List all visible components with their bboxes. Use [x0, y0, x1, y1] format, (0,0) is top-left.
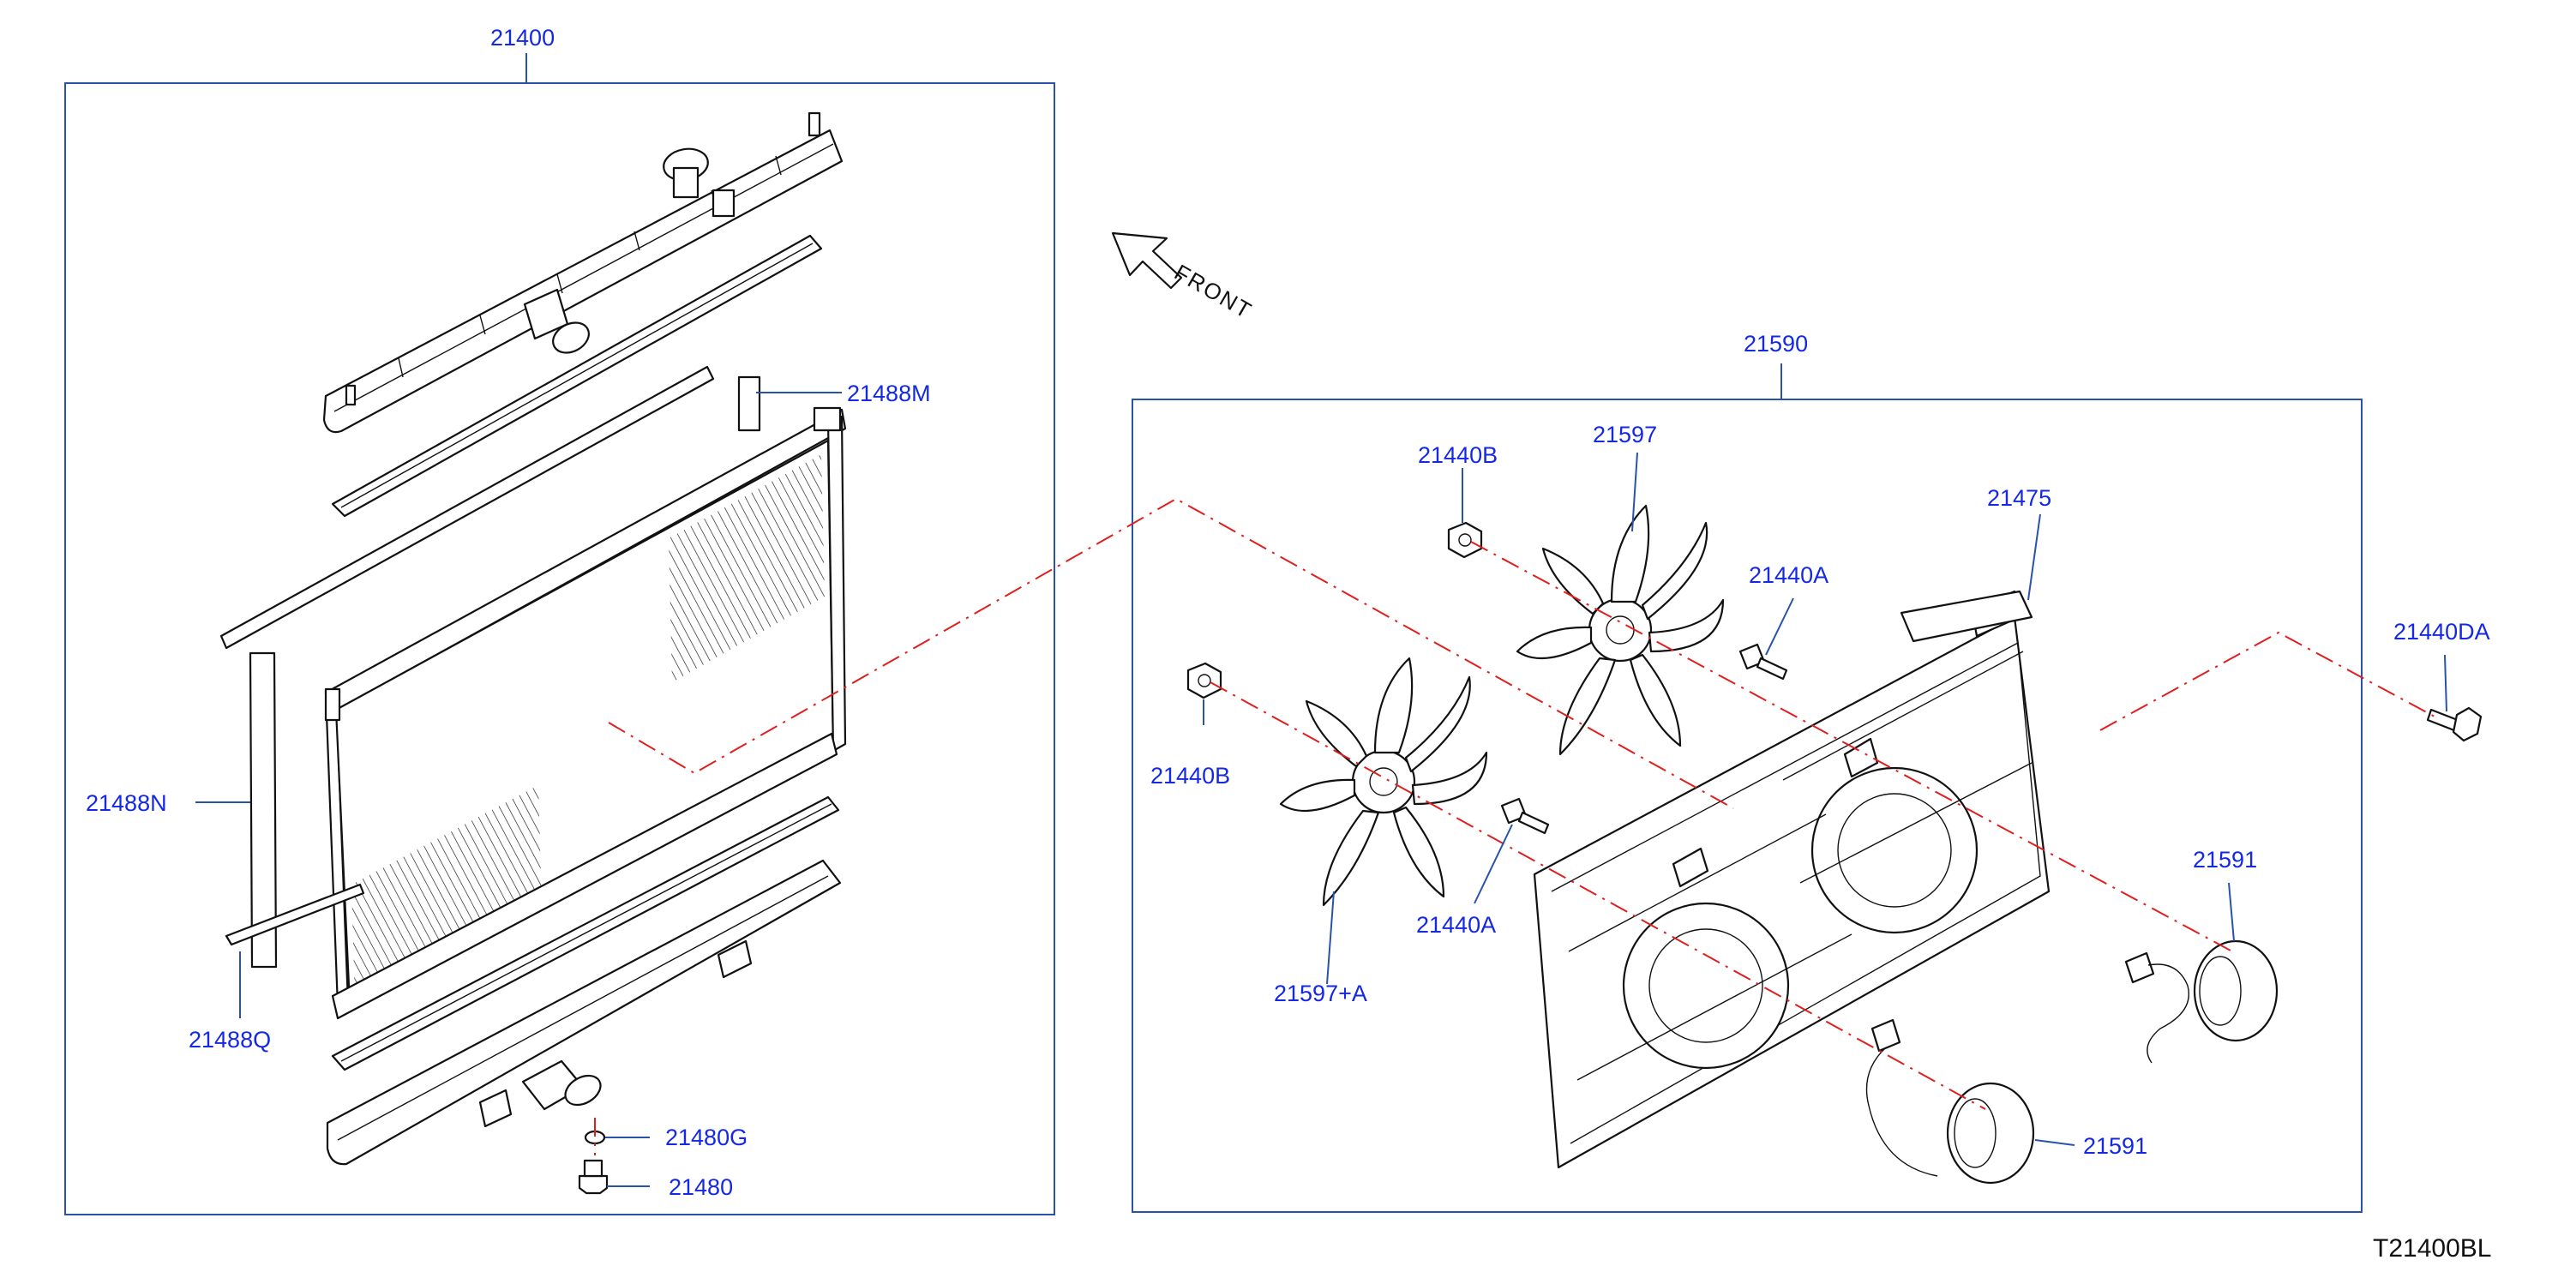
fan-blade-lower	[1279, 657, 1488, 907]
fan-bracket-21475	[1900, 590, 2033, 643]
figure-reference: T21400BL	[2373, 1234, 2491, 1263]
front-label: FRONT	[1170, 259, 1257, 324]
radiator-lower-tank	[326, 859, 842, 1166]
radiator-core	[324, 406, 847, 1020]
seal-21488n	[225, 651, 365, 969]
label-21488q: 21488Q	[189, 1027, 271, 1053]
label-21488m: 21488M	[847, 381, 931, 406]
fan-blade-upper	[1516, 504, 1725, 756]
radiator-lower-seal	[331, 795, 840, 1071]
seal-21488m	[219, 365, 761, 650]
centerline-radiator-shroud	[608, 497, 1734, 809]
label-21480: 21480	[669, 1174, 733, 1200]
nut-21440b-lower	[1186, 662, 1222, 699]
label-21440b-lower: 21440B	[1150, 763, 1230, 789]
centerline-bolt-da	[2099, 631, 2435, 731]
label-21591-lower: 21591	[2083, 1133, 2147, 1159]
label-21480g: 21480G	[665, 1125, 748, 1150]
centerline-lower-fan	[1210, 681, 1986, 1110]
front-arrow-icon	[1111, 231, 1183, 290]
label-21590: 21590	[1744, 331, 1808, 357]
label-21440b-upper: 21440B	[1418, 442, 1498, 468]
label-21440da: 21440DA	[2393, 619, 2490, 645]
nut-21440b-upper	[1447, 521, 1483, 559]
label-21440a-upper: 21440A	[1749, 562, 1828, 588]
fan-shroud-frame-part	[1533, 590, 2051, 1169]
radiator-assembly-frame	[64, 82, 1055, 1215]
fan-motor-right	[2124, 939, 2279, 1064]
label-21440a-lower: 21440A	[1416, 912, 1496, 938]
label-21475: 21475	[1987, 485, 2051, 511]
label-21597: 21597	[1593, 422, 1657, 447]
bolt-21440a-upper	[1738, 643, 1788, 681]
centerline-upper-fan	[1470, 541, 2233, 952]
radiator-upper-seal	[331, 234, 823, 518]
label-21591-right: 21591	[2193, 847, 2257, 873]
fan-motor-lower	[1865, 1018, 2035, 1185]
fan-shroud-assembly-frame	[1132, 399, 2363, 1213]
bolt-21440da	[2426, 706, 2483, 742]
label-21488n: 21488N	[86, 790, 167, 816]
label-21597a: 21597+A	[1274, 981, 1367, 1006]
bolt-21440a-lower	[1500, 797, 1550, 835]
label-21400: 21400	[490, 25, 555, 51]
radiator-upper-tank	[322, 111, 844, 434]
drain-plug-21480	[578, 1159, 609, 1195]
